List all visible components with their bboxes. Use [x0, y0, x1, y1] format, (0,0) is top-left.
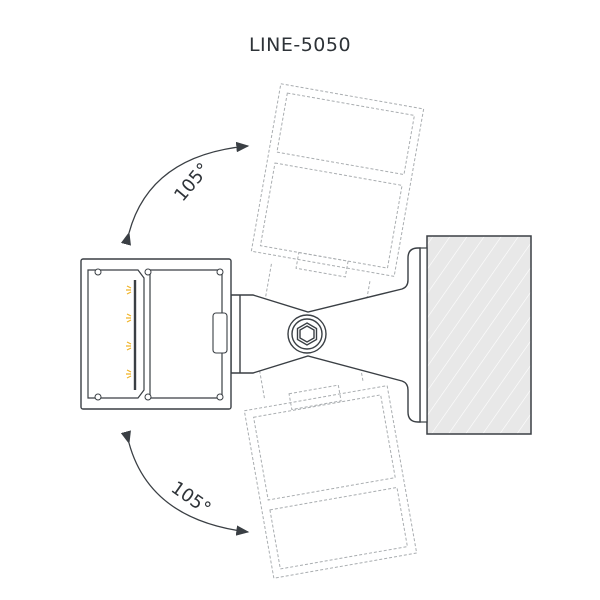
lower-angle-label: 105° [167, 477, 215, 519]
swivel-bracket [230, 247, 421, 423]
upper-rotation-arrow: 105° [120, 141, 250, 246]
lower-rotation-arrow: 105° [120, 430, 250, 536]
upper-angle-label: 105° [170, 159, 214, 206]
wall-mount-surface [419, 235, 532, 435]
led-emitters [126, 285, 132, 379]
led-profile-cross-section [80, 258, 232, 410]
diagram-title: LINE-5050 [248, 34, 352, 56]
